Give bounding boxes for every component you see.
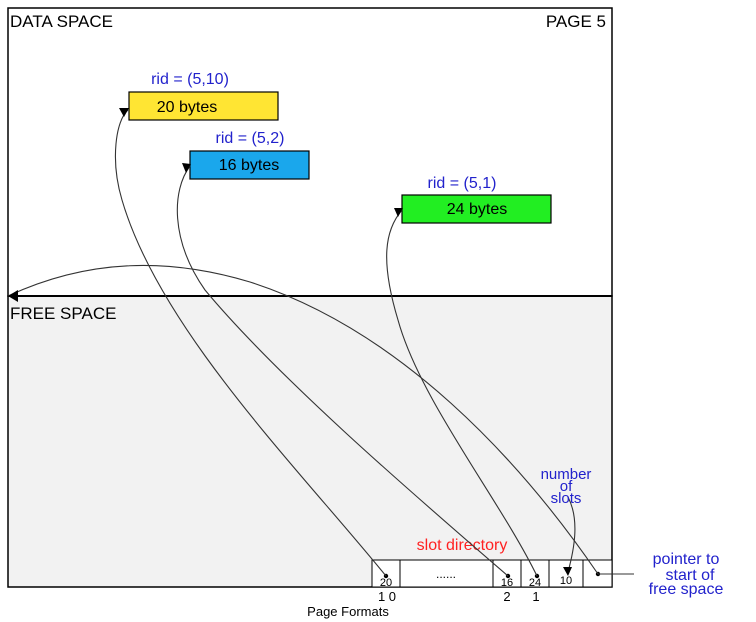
record-box xyxy=(128,91,279,121)
data-space-region xyxy=(7,7,613,297)
annotation-line: of xyxy=(560,478,573,495)
slot-value: 24 xyxy=(529,577,541,589)
arrowhead xyxy=(182,163,191,173)
pointer-slot-10 xyxy=(114,109,387,577)
rid-label: rid = (5,10) xyxy=(151,71,229,88)
number-of-slots-value: 10 xyxy=(560,575,572,587)
annotation-line: start of xyxy=(666,567,715,584)
arrowhead xyxy=(119,108,129,117)
slot-cell xyxy=(520,559,550,588)
arrowhead xyxy=(8,290,18,302)
record-5-10: rid = (5,10) 20 bytes xyxy=(128,71,279,121)
slot-value: 20 xyxy=(380,577,392,589)
slot-directory: 20 ...... 16 24 10 1 0 2 1 xyxy=(371,559,613,604)
slot-ellipsis: ...... xyxy=(436,567,456,581)
slot-number: 2 xyxy=(503,589,510,604)
pointer-slot-1 xyxy=(386,209,538,577)
arrowhead xyxy=(563,567,572,576)
record-5-1: rid = (5,1) 24 bytes xyxy=(401,175,552,224)
annotation-line: pointer to xyxy=(653,551,720,568)
slot-value: 16 xyxy=(501,577,513,589)
rid-label: rid = (5,2) xyxy=(216,130,285,147)
rid-label: rid = (5,1) xyxy=(428,175,497,192)
annotation-line: free space xyxy=(649,581,724,598)
slot-cell xyxy=(492,559,522,588)
free-space-region xyxy=(7,295,613,588)
free-space-pointer-annotation: pointer to start of free space xyxy=(649,551,724,598)
pointer-number-of-slots xyxy=(567,496,576,573)
data-space-label: DATA SPACE xyxy=(10,12,113,31)
arrowheads xyxy=(8,108,572,576)
annotation-line: slots xyxy=(551,490,582,507)
record-size-label: 20 bytes xyxy=(157,99,217,116)
slot-cell xyxy=(399,559,494,588)
slot-directory-title: slot directory xyxy=(417,537,508,554)
number-of-slots-annotation: number of slots xyxy=(541,466,592,507)
record-box xyxy=(401,194,552,224)
record-size-label: 24 bytes xyxy=(447,201,507,218)
slot-number: 1 xyxy=(532,589,539,604)
figure-caption: Page Formats xyxy=(307,604,389,619)
annotation-line: number xyxy=(541,466,592,483)
slot-number: 1 0 xyxy=(378,589,396,604)
page-label: PAGE 5 xyxy=(546,12,606,31)
record-size-label: 16 bytes xyxy=(219,157,279,174)
pointer-slot-2 xyxy=(176,165,509,577)
arrowhead xyxy=(394,208,403,217)
pointer-free-space xyxy=(7,264,599,575)
free-space-label: FREE SPACE xyxy=(10,304,116,323)
slot-pointers xyxy=(7,109,634,577)
